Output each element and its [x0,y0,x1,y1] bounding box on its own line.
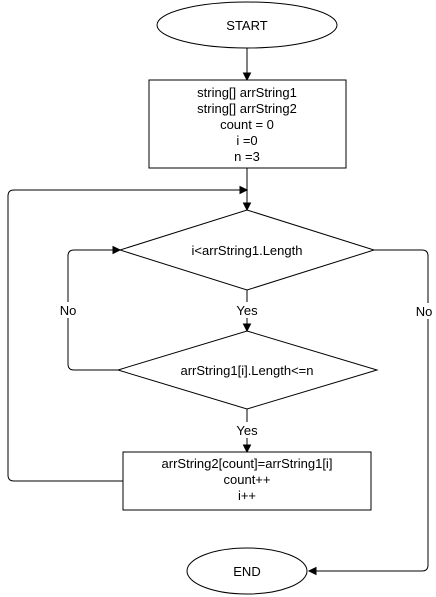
edge-loop-no: No [307,249,436,576]
edge-len-no: No [55,245,122,371]
loop-condition-label: i<arrString1.Length [192,243,303,258]
arrow-head [242,444,252,454]
start-label: START [226,18,267,33]
edge-assign-back [7,185,249,482]
edge-start-init [242,48,252,82]
init-node: string[] arrString1 string[] arrString2 … [148,79,347,169]
length-condition-node: arrString1[i].Length<=n [116,330,379,410]
loop-no-label: No [416,304,433,319]
arrow-head [307,566,317,576]
init-line-3: count = 0 [220,117,274,132]
edge-loop-yes: Yes [232,290,262,333]
init-line-2: string[] arrString2 [197,101,297,116]
start-node: START [156,1,338,49]
end-shape [186,547,308,595]
loop-condition-node: i<arrString1.Length [118,209,376,291]
init-line-4: i =0 [236,133,257,148]
assign-node: arrString2[count]=arrString1[i] count++ … [122,451,372,511]
edge-init-loop [242,168,252,212]
arrow-head [242,72,252,82]
end-label: END [233,564,260,579]
init-shape [148,79,347,169]
assign-line-1: arrString2[count]=arrString1[i] [162,456,333,471]
arrow-head [242,202,252,212]
end-node: END [186,547,308,595]
arrow-head [112,245,122,255]
length-condition-label: arrString1[i].Length<=n [181,363,314,378]
loop-yes-label: Yes [236,303,258,318]
len-yes-label: Yes [236,423,258,438]
edge-len-yes: Yes [232,409,262,454]
assign-line-3: i++ [238,488,256,503]
arrow-head [239,185,249,195]
assign-line-2: count++ [224,472,271,487]
len-no-label: No [60,303,77,318]
init-line-5: n =3 [234,149,260,164]
arrow-head [242,323,252,333]
init-line-1: string[] arrString1 [197,85,297,100]
assign-shape [122,451,372,511]
